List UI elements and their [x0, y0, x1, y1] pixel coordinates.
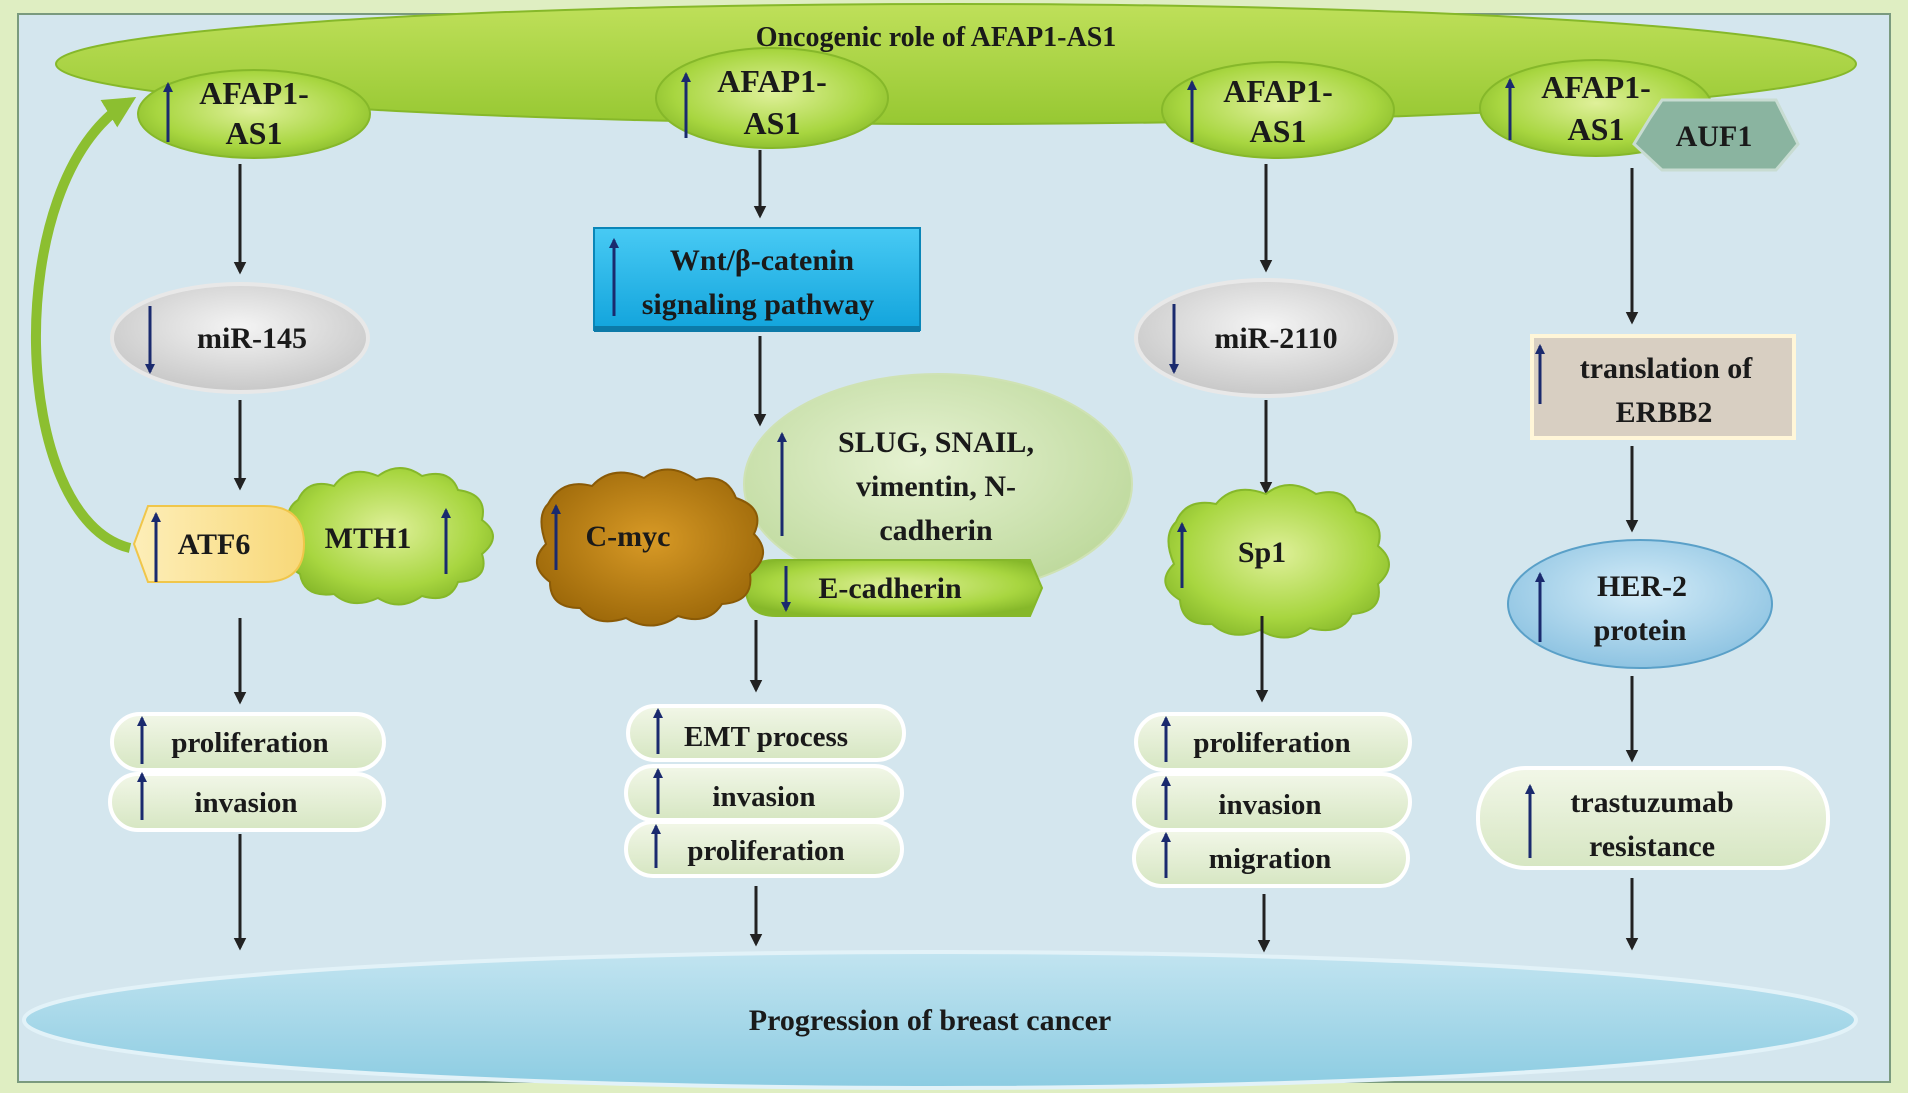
afap1-as1-node: AFAP1- AS1 — [1161, 61, 1395, 159]
node-label: trastuzumab — [1570, 786, 1733, 819]
node-label: AFAP1- — [199, 75, 309, 111]
outcome-invasion: invasion — [1132, 772, 1412, 832]
node-label: AUF1 — [1676, 120, 1753, 153]
node-label: invasion — [712, 781, 815, 813]
outcome-migration: migration — [1132, 828, 1410, 888]
node-label: AS1 — [744, 105, 801, 141]
auf1-node: AUF1 — [1632, 98, 1800, 172]
feedback-arrow — [30, 96, 137, 553]
mir-145-node: miR-145 — [110, 282, 370, 394]
node-label: migration — [1209, 843, 1331, 875]
node-label: translation of — [1580, 352, 1754, 385]
e-cadherin-node: E-cadherin — [745, 559, 1044, 617]
node-label: proliferation — [171, 727, 328, 759]
node-label: vimentin, N- — [856, 470, 1016, 503]
node-label: miR-2110 — [1214, 322, 1337, 355]
atf6-node: ATF6 — [132, 505, 306, 583]
sp1-node: Sp1 — [1164, 484, 1390, 639]
outcome-trastuzumab-resistance: trastuzumab resistance — [1476, 766, 1830, 870]
node-label: C-myc — [586, 520, 671, 553]
mth1-node: MTH1 — [285, 467, 494, 606]
outcome-invasion: invasion — [108, 771, 386, 832]
mir-2110-node: miR-2110 — [1134, 278, 1398, 398]
node-label: miR-145 — [197, 322, 307, 355]
node-label: AFAP1- — [1541, 69, 1651, 105]
emt-factors-node: SLUG, SNAIL, vimentin, N- cadherin — [743, 373, 1133, 595]
footer-ellipse: Progression of breast cancer — [22, 950, 1858, 1090]
outcome-proliferation: proliferation — [1134, 712, 1412, 772]
node-label: AS1 — [226, 115, 283, 151]
node-label: invasion — [1218, 789, 1321, 821]
node-label: proliferation — [687, 835, 844, 867]
node-label: MTH1 — [325, 522, 412, 555]
node-label: Wnt/β-catenin — [670, 244, 854, 277]
afap1-as1-node: AFAP1- AS1 — [655, 47, 889, 149]
column-2: AFAP1- AS1 Wnt/β-catenin signaling pathw… — [536, 47, 1133, 947]
node-label: protein — [1594, 614, 1687, 647]
node-label: AS1 — [1568, 111, 1625, 147]
node-label: ATF6 — [178, 528, 251, 561]
node-label: AFAP1- — [1223, 73, 1333, 109]
node-label: invasion — [194, 787, 297, 819]
outcome-invasion: invasion — [624, 764, 904, 822]
wnt-signaling-box: Wnt/β-catenin signaling pathway — [593, 227, 921, 332]
node-label: ERBB2 — [1616, 396, 1713, 429]
outcome-proliferation: proliferation — [110, 712, 386, 772]
node-label: AFAP1- — [717, 63, 827, 99]
node-label: SLUG, SNAIL, — [838, 426, 1034, 459]
footer-label: Progression of breast cancer — [749, 1004, 1111, 1037]
title-banner: Oncogenic role of AFAP1-AS1 — [55, 3, 1857, 125]
node-label: proliferation — [1193, 727, 1350, 759]
column-1: AFAP1- AS1 miR-145 MTH1 ATF6 proliferati… — [108, 69, 494, 951]
node-label: cadherin — [879, 514, 993, 547]
outcome-emt-process: EMT process — [626, 704, 906, 762]
node-label: EMT process — [684, 721, 848, 753]
column-3: AFAP1- AS1 miR-2110 Sp1 proliferation in… — [1132, 61, 1412, 953]
c-myc-node: C-myc — [536, 468, 764, 627]
column-4: AFAP1- AS1 AUF1 translation of ERBB2 HER… — [1476, 59, 1830, 951]
node-label: Sp1 — [1238, 536, 1286, 569]
translation-erbb2-box: translation of ERBB2 — [1530, 334, 1796, 440]
her-2-protein-node: HER-2 protein — [1507, 539, 1773, 669]
node-label: resistance — [1589, 830, 1715, 863]
afap1-as1-node: AFAP1- AS1 — [137, 69, 371, 159]
outcome-proliferation: proliferation — [624, 820, 904, 878]
diagram-title: Oncogenic role of AFAP1-AS1 — [756, 22, 1117, 53]
node-label: AS1 — [1250, 113, 1307, 149]
node-label: signaling pathway — [642, 288, 875, 321]
node-label: E-cadherin — [818, 572, 962, 605]
node-label: HER-2 — [1597, 570, 1687, 603]
